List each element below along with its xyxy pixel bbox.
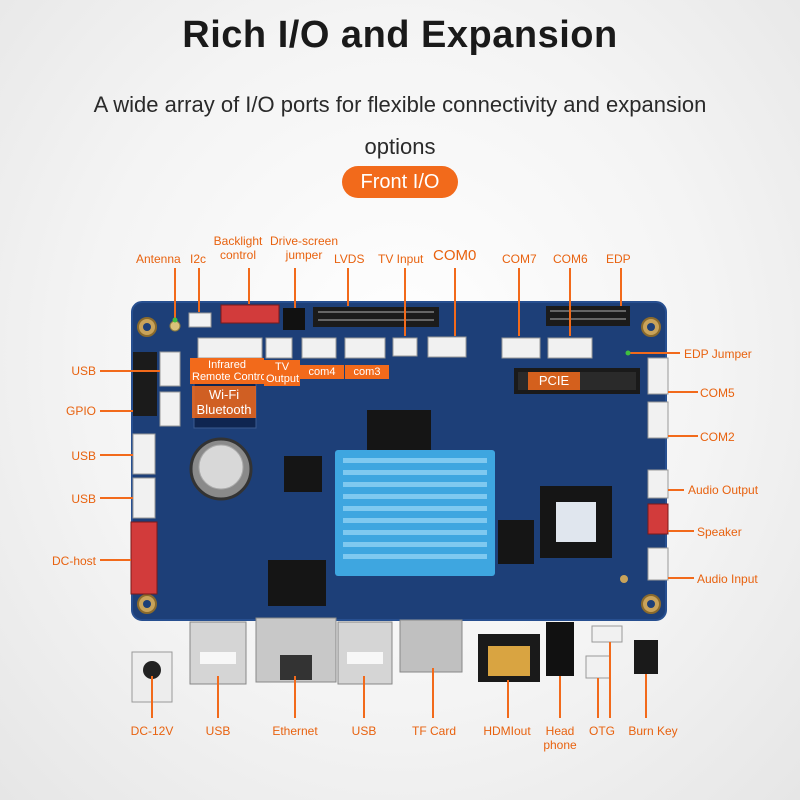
chip-2	[284, 456, 322, 492]
burn-key-button	[634, 640, 658, 674]
board-label-infrared: Infrared Remote Control	[190, 358, 269, 384]
label-tv-input: TV Input	[378, 252, 424, 266]
usb-left-connector-2	[159, 391, 181, 427]
chip-3	[268, 560, 326, 606]
edp-header	[546, 306, 630, 326]
otg-header	[591, 625, 623, 643]
backlight-connector	[220, 304, 280, 324]
mic-jack	[620, 575, 628, 583]
label-burn-key: Burn Key	[628, 724, 678, 738]
label-com2: COM2	[700, 430, 735, 444]
board-label-wifi: Wi-Fi Bluetooth	[192, 386, 256, 418]
label-usb-left-1: USB	[71, 364, 96, 378]
page-subtitle: A wide array of I/O ports for flexible c…	[93, 92, 707, 159]
label-head-line2: phone	[543, 738, 577, 752]
i2c-connector	[188, 312, 212, 328]
label-com0: COM0	[433, 247, 477, 264]
chip-4	[498, 520, 534, 564]
com7-connector	[501, 337, 541, 359]
label-audio-input: Audio Input	[697, 572, 758, 586]
label-com7: COM7	[502, 252, 537, 266]
drive-jumper	[283, 308, 305, 330]
com3-connector	[344, 337, 386, 359]
com6-connector	[547, 337, 593, 359]
usb-left-connector-1	[159, 351, 181, 387]
label-dc-12v: DC-12V	[130, 724, 174, 738]
label-otg: OTG	[589, 724, 615, 738]
otg-port	[585, 655, 611, 679]
label-usb-bottom-2: USB	[351, 724, 377, 738]
label-drive-line1: Drive-screen	[269, 234, 338, 248]
label-backlight: Backlight control	[206, 234, 270, 262]
tf-card-slot	[399, 619, 463, 673]
label-antenna: Antenna	[136, 252, 181, 266]
dc-host-connector	[130, 521, 158, 595]
label-ethernet: Ethernet	[272, 724, 318, 738]
label-headphone: Head phone	[538, 724, 582, 752]
com0-connector	[427, 336, 467, 358]
label-tf-card: TF Card	[411, 724, 456, 738]
label-lvds: LVDS	[334, 252, 365, 266]
cpu-chip-1	[367, 410, 431, 456]
label-head-line1: Head	[545, 724, 575, 738]
speaker-connector	[647, 503, 669, 535]
com2-connector	[647, 401, 669, 439]
label-speaker: Speaker	[697, 525, 742, 539]
board-label-com3: com3	[345, 365, 389, 379]
tv-input-connector	[392, 337, 418, 357]
audio-input-connector	[647, 547, 669, 581]
com4-connector	[301, 337, 337, 359]
label-com5: COM5	[700, 386, 735, 400]
board-label-tv-line2: Output	[266, 373, 300, 385]
label-usb-left-3: USB	[71, 492, 96, 506]
usb-left-connector-3	[132, 433, 156, 475]
front-io-button[interactable]: Front I/O	[342, 166, 458, 198]
gpio-header	[133, 352, 157, 416]
label-com6: COM6	[553, 252, 588, 266]
label-drive-screen: Drive-screen jumper	[266, 234, 342, 262]
board-label-com4: com4	[300, 365, 344, 379]
headphone-jack	[546, 622, 574, 676]
board-label-wifi-line1: Wi-Fi	[208, 387, 240, 402]
lvds-header	[313, 307, 439, 327]
board-label-tv-output: TV Output	[264, 360, 300, 386]
label-usb-left-2: USB	[71, 449, 96, 463]
label-dc-host: DC-host	[51, 554, 96, 568]
audio-output-connector	[647, 469, 669, 499]
board-label-infrared-line1: Infrared	[208, 359, 246, 371]
label-backlight-line1: Backlight	[213, 234, 263, 248]
leader-lines	[100, 268, 698, 718]
tv-output-connector	[265, 337, 293, 359]
label-gpio: GPIO	[65, 404, 96, 418]
board-label-infrared-line2: Remote Control	[192, 371, 270, 383]
label-drive-line2: jumper	[285, 248, 323, 262]
label-usb-bottom-1: USB	[205, 724, 231, 738]
board-label-wifi-line2: Bluetooth	[196, 402, 252, 417]
page-title: Rich I/O and Expansion	[182, 14, 618, 56]
label-edp: EDP	[606, 252, 631, 266]
com5-connector	[647, 357, 669, 395]
label-hdmi-out: HDMIout	[483, 724, 531, 738]
label-edp-jumper: EDP Jumper	[684, 347, 752, 361]
board-label-pcie: PCIE	[528, 372, 580, 390]
infrared-connector	[197, 337, 263, 359]
label-backlight-line2: control	[219, 248, 257, 262]
usb-left-connector-4	[132, 477, 156, 519]
label-audio-output: Audio Output	[688, 483, 759, 497]
label-i2c: I2c	[190, 252, 207, 266]
board-label-tv-line1: TV	[274, 361, 290, 373]
